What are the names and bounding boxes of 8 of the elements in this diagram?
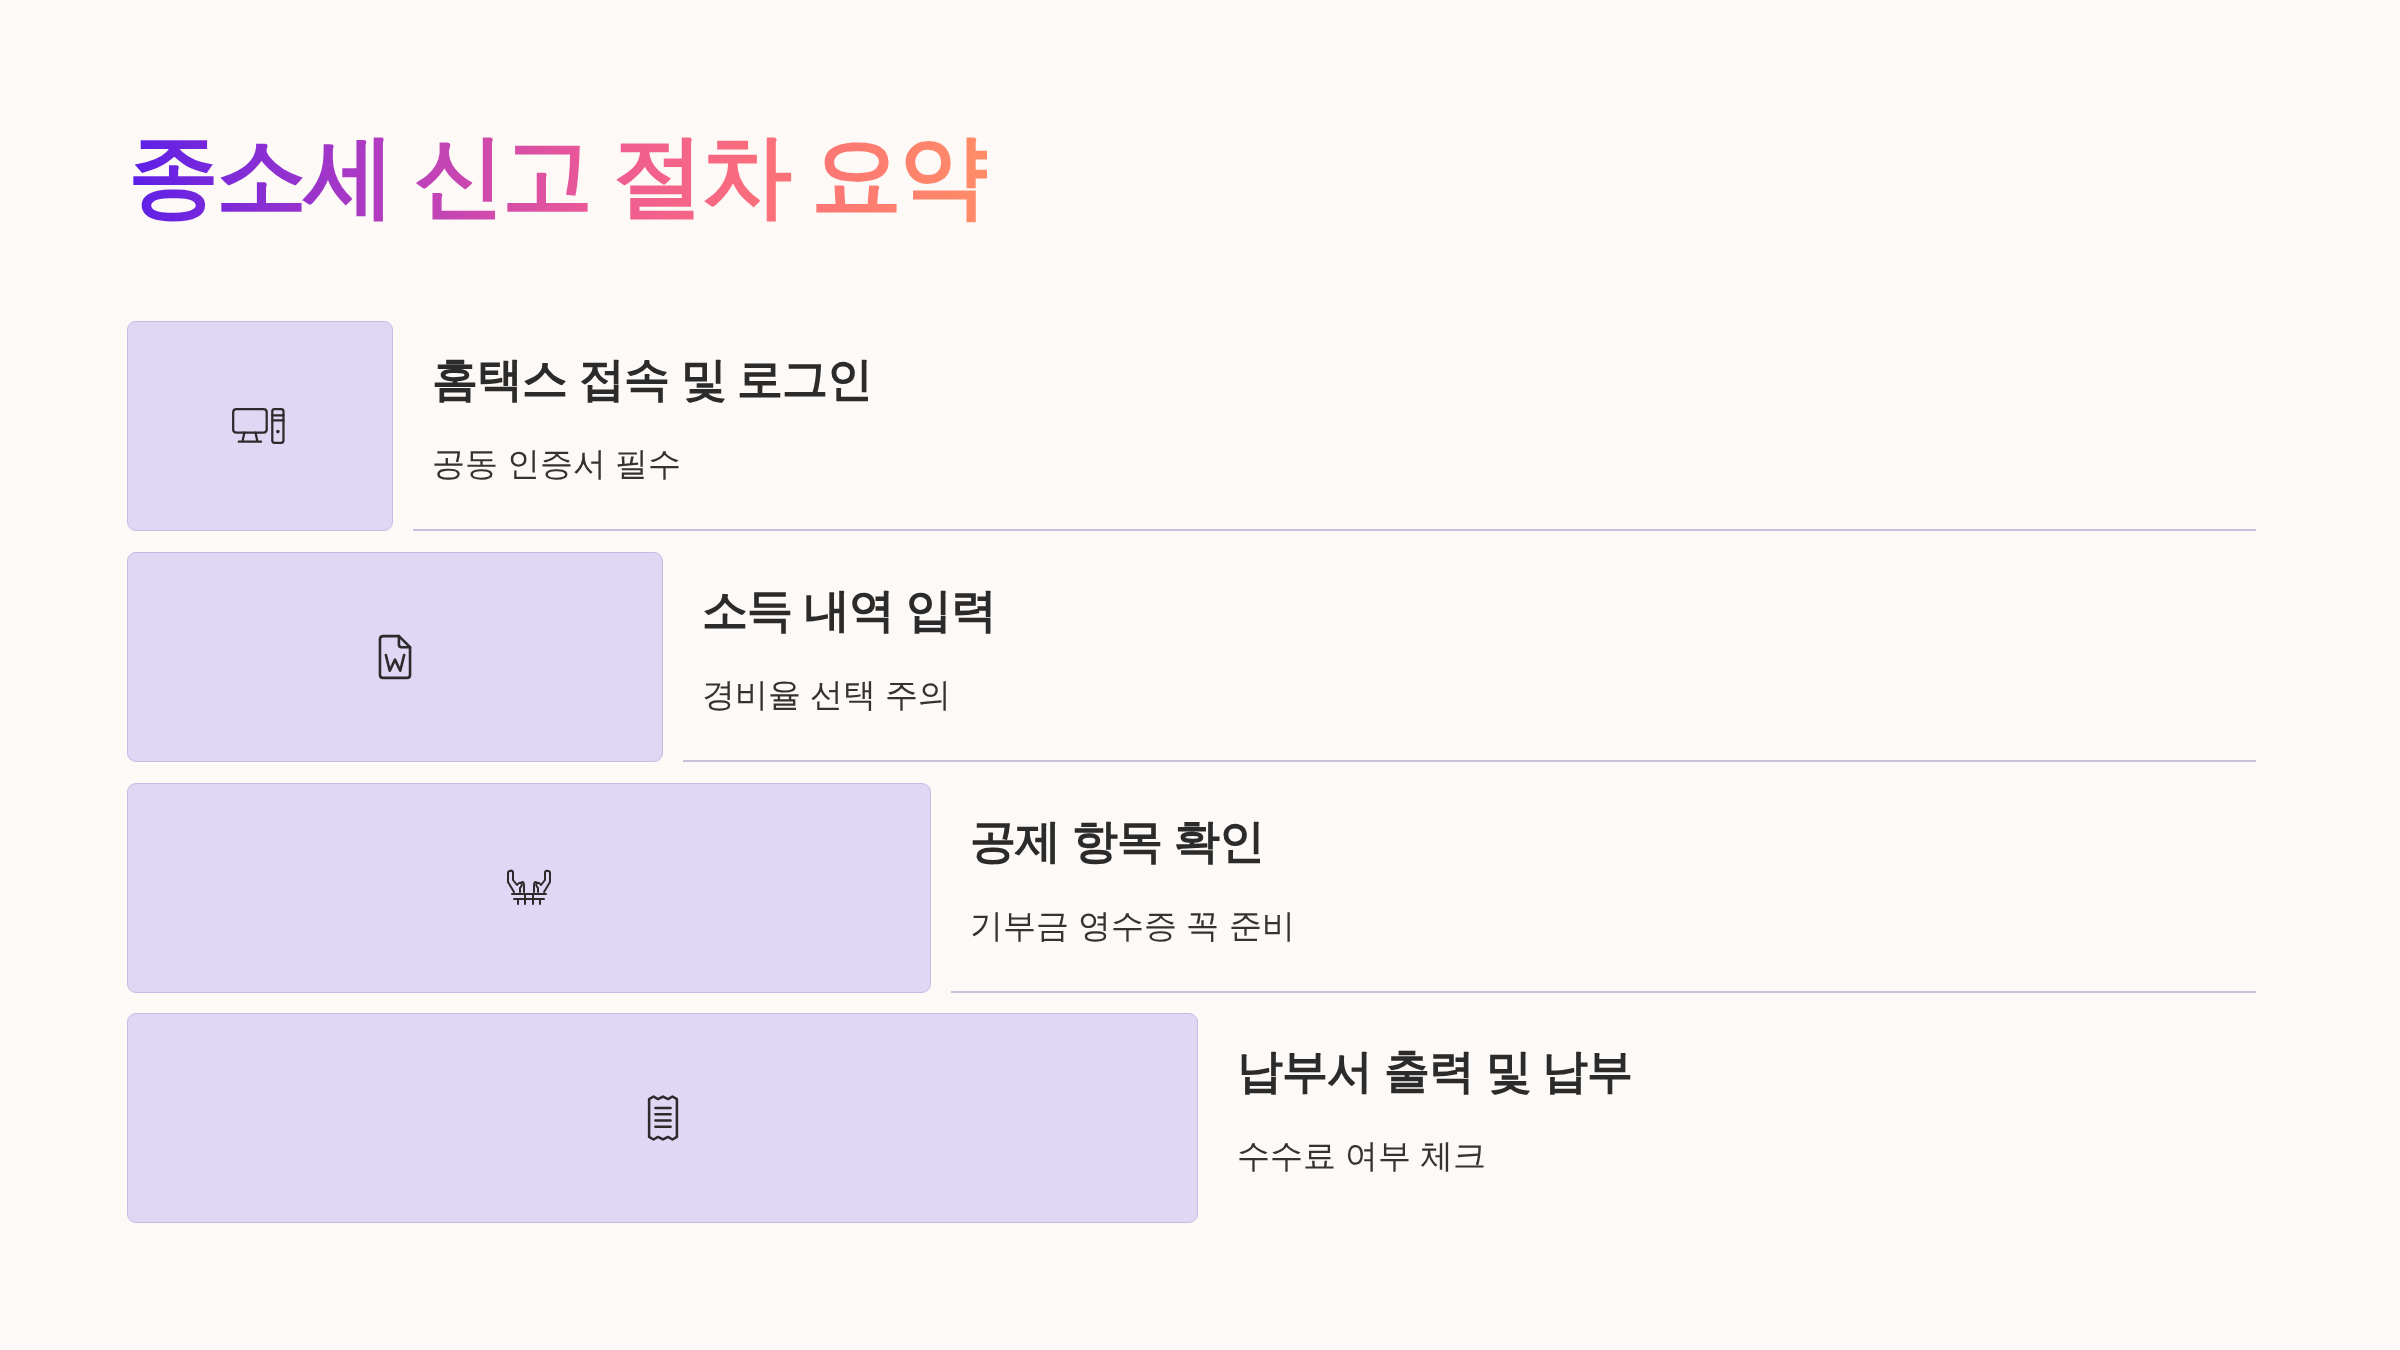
step-heading: 납부서 출력 및 납부 — [1237, 1044, 1633, 1099]
step-description: 공동 인증서 필수 — [432, 444, 682, 484]
step-description: 기부금 영수증 꼭 준비 — [970, 906, 1295, 946]
step-heading: 소득 내역 입력 — [702, 583, 996, 638]
step-description: 수수료 여부 체크 — [1237, 1136, 1487, 1176]
step-description: 경비율 선택 주의 — [702, 675, 952, 715]
step-heading: 홈택스 접속 및 로그인 — [432, 352, 873, 407]
step-heading: 공제 항목 확인 — [970, 814, 1264, 869]
